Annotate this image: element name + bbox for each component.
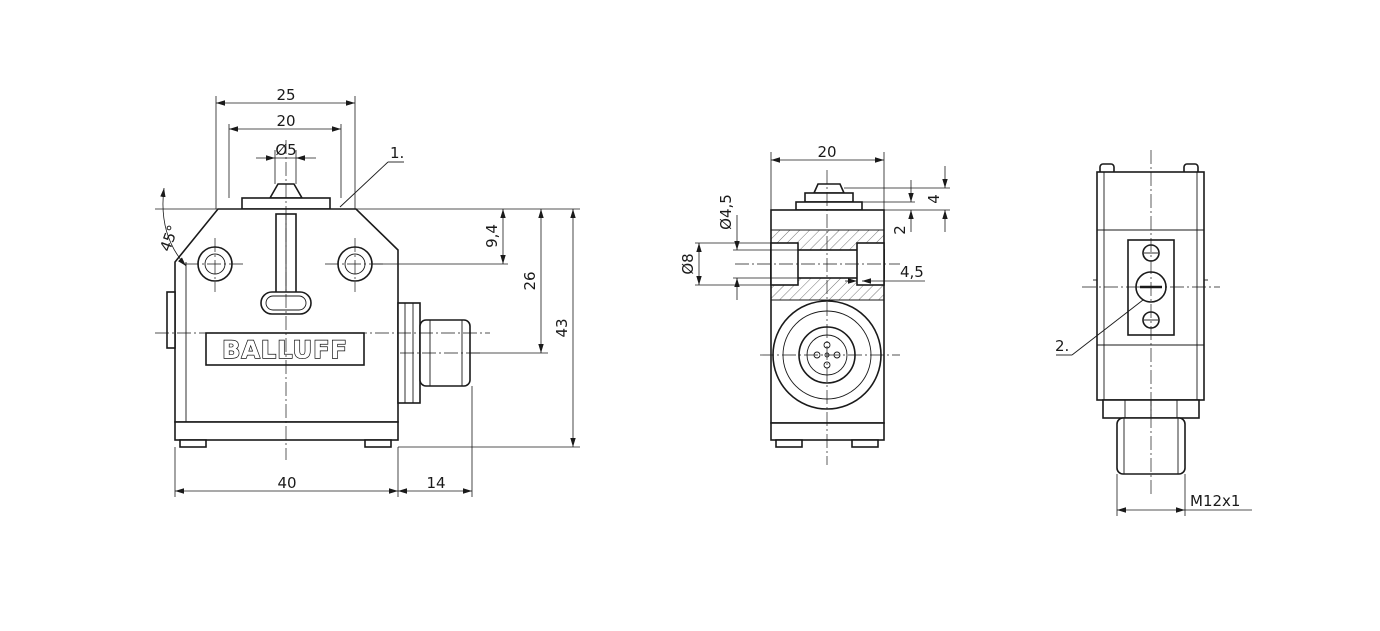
angle-45: 45°: [156, 223, 182, 254]
rear-view: 2. M12x1: [1055, 150, 1252, 516]
brand-plate: [205, 332, 365, 366]
dim-plunger-gap: 2: [891, 225, 909, 235]
housing-base: [174, 421, 399, 441]
side-boss: [166, 291, 176, 349]
dim-26: 26: [521, 271, 539, 290]
dim-25: 25: [276, 86, 295, 104]
foot-right: [364, 439, 392, 448]
side-base: [770, 422, 885, 441]
callout-1: 1.: [390, 144, 404, 162]
side-view: 20 Ø4,5 Ø8 4,5 4 2: [679, 143, 950, 465]
angle-arc: [160, 187, 187, 267]
dim-plunger-diameter: Ø5: [275, 141, 296, 159]
callout-2-leader: [1071, 299, 1144, 356]
front-view: BALLUFF 25 20 Ø5: [155, 86, 580, 497]
side-plunger: [812, 183, 846, 194]
dim-43: 43: [553, 318, 571, 337]
dim-hole-large: Ø8: [679, 253, 697, 274]
callout-2: 2.: [1055, 337, 1069, 355]
brand-logo: BALLUFF: [222, 336, 348, 364]
foot-left: [179, 439, 207, 448]
dim-20: 20: [276, 112, 295, 130]
dim-40: 40: [277, 474, 296, 492]
dim-hole-small: Ø4,5: [717, 194, 735, 230]
side-dim-20: 20: [817, 143, 836, 161]
dim-depth: 4,5: [900, 263, 924, 281]
dim-plunger-height: 4: [925, 194, 943, 204]
dim-thread: M12x1: [1190, 492, 1240, 510]
dim-14: 14: [426, 474, 445, 492]
callout-1-leader: [339, 161, 389, 208]
dim-9-4: 9,4: [483, 224, 501, 248]
